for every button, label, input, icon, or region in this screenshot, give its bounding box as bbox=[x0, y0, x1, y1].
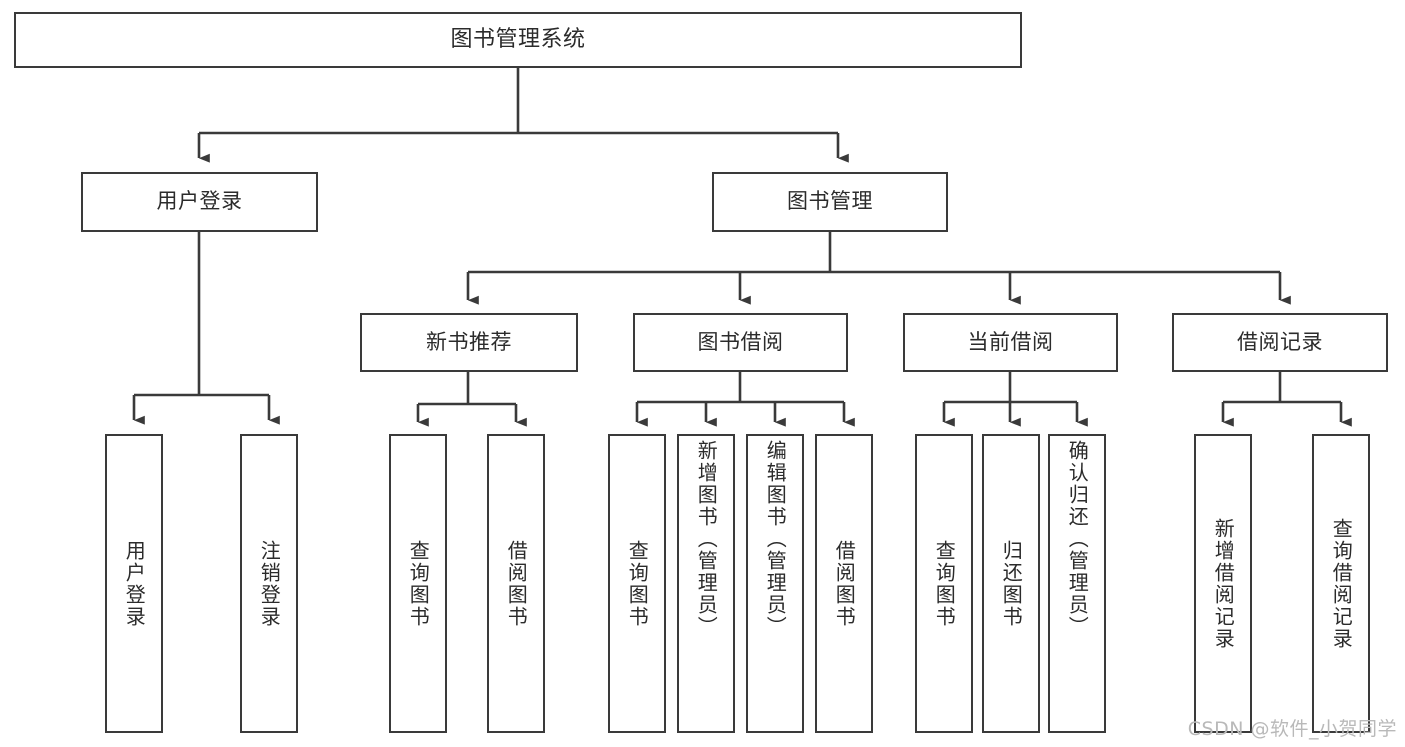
node-label: 查询图书 bbox=[625, 539, 650, 628]
node-label: 查询图书 bbox=[406, 539, 431, 628]
node-current-borrow[interactable]: 当前借阅 bbox=[903, 313, 1118, 372]
node-label: 归还图书 bbox=[999, 539, 1024, 628]
leaf-current-borrow-query-book[interactable]: 查询图书 bbox=[915, 434, 973, 733]
node-root-book-management-system[interactable]: 图书管理系统 bbox=[14, 12, 1022, 68]
node-label: 确认归还（管理员） bbox=[1065, 440, 1090, 638]
node-user-login[interactable]: 用户登录 bbox=[81, 172, 318, 232]
node-label: 新增图书（管理员） bbox=[694, 440, 719, 638]
node-label: 查询图书 bbox=[932, 539, 957, 628]
node-label: 图书管理 bbox=[787, 189, 873, 214]
leaf-current-borrow-confirm-return-admin[interactable]: 确认归还（管理员） bbox=[1048, 434, 1106, 733]
node-book-management[interactable]: 图书管理 bbox=[712, 172, 948, 232]
leaf-book-borrow-edit-book-admin[interactable]: 编辑图书（管理员） bbox=[746, 434, 804, 733]
node-label: 图书借阅 bbox=[697, 329, 784, 354]
leaf-book-borrow-borrow-book[interactable]: 借阅图书 bbox=[815, 434, 873, 733]
leaf-book-borrow-add-book-admin[interactable]: 新增图书（管理员） bbox=[677, 434, 735, 733]
node-label: 新增借阅记录 bbox=[1211, 517, 1236, 650]
leaf-borrow-record-query-record[interactable]: 查询借阅记录 bbox=[1312, 434, 1370, 733]
node-book-borrow[interactable]: 图书借阅 bbox=[633, 313, 848, 372]
node-label: 借阅记录 bbox=[1237, 329, 1323, 354]
leaf-borrow-record-add-record[interactable]: 新增借阅记录 bbox=[1194, 434, 1252, 733]
node-label: 编辑图书（管理员） bbox=[763, 440, 788, 638]
leaf-new-book-borrow-book[interactable]: 借阅图书 bbox=[487, 434, 545, 733]
node-label: 新书推荐 bbox=[426, 329, 512, 354]
watermark-text: CSDN @软件_小贺同学 bbox=[1187, 718, 1397, 740]
leaf-book-borrow-query-book[interactable]: 查询图书 bbox=[608, 434, 666, 733]
node-label: 查询借阅记录 bbox=[1329, 517, 1354, 650]
node-label: 用户登录 bbox=[156, 189, 243, 214]
node-borrow-record[interactable]: 借阅记录 bbox=[1172, 313, 1388, 372]
node-label: 当前借阅 bbox=[967, 329, 1054, 354]
leaf-current-borrow-return-book[interactable]: 归还图书 bbox=[982, 434, 1040, 733]
leaf-user-login-logout[interactable]: 注销登录 bbox=[240, 434, 298, 733]
leaf-user-login-login[interactable]: 用户登录 bbox=[105, 434, 163, 733]
node-label: 借阅图书 bbox=[832, 539, 857, 628]
node-label: 用户登录 bbox=[122, 539, 147, 628]
node-label: 借阅图书 bbox=[504, 539, 529, 628]
node-new-book-recommend[interactable]: 新书推荐 bbox=[360, 313, 578, 372]
leaf-new-book-query-book[interactable]: 查询图书 bbox=[389, 434, 447, 733]
node-label: 图书管理系统 bbox=[450, 26, 586, 52]
node-label: 注销登录 bbox=[257, 539, 282, 628]
